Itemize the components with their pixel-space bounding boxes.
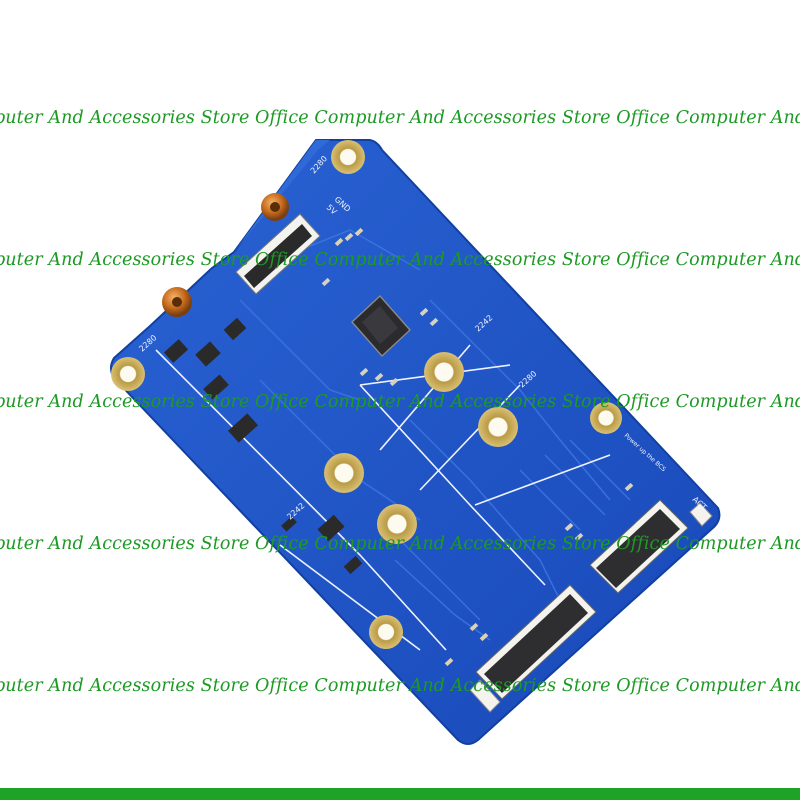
mounting-hole	[369, 615, 403, 649]
watermark-row-2: puter And Accessories Store Office Compu…	[0, 250, 800, 270]
smd-passives	[321, 227, 634, 667]
bottom-green-bar	[0, 788, 800, 800]
mounting-hole	[424, 352, 464, 392]
silkscreen-lines	[155, 344, 611, 651]
smd-components	[163, 317, 363, 575]
watermark-row-4: puter And Accessories Store Office Compu…	[0, 534, 800, 554]
controller-chip	[351, 294, 411, 358]
m2-slot-2	[589, 499, 689, 594]
mounting-hole	[478, 407, 518, 447]
sata-connector	[469, 502, 713, 713]
brass-standoffs	[162, 193, 289, 317]
mounting-hole	[324, 453, 364, 493]
pcb-traces	[239, 229, 631, 641]
mounting-hole	[590, 402, 622, 434]
mounting-hole	[111, 357, 145, 391]
fpc-connector	[235, 213, 321, 295]
mounting-hole	[331, 140, 365, 174]
watermark-row-5: puter And Accessories Store Office Compu…	[0, 676, 800, 696]
mounting-hole	[377, 504, 417, 544]
m2-slot-1	[475, 584, 597, 700]
watermark-row-3: puter And Accessories Store Office Compu…	[0, 392, 800, 412]
watermark-row-1: puter And Accessories Store Office Compu…	[0, 108, 800, 128]
mounting-holes	[111, 140, 622, 649]
